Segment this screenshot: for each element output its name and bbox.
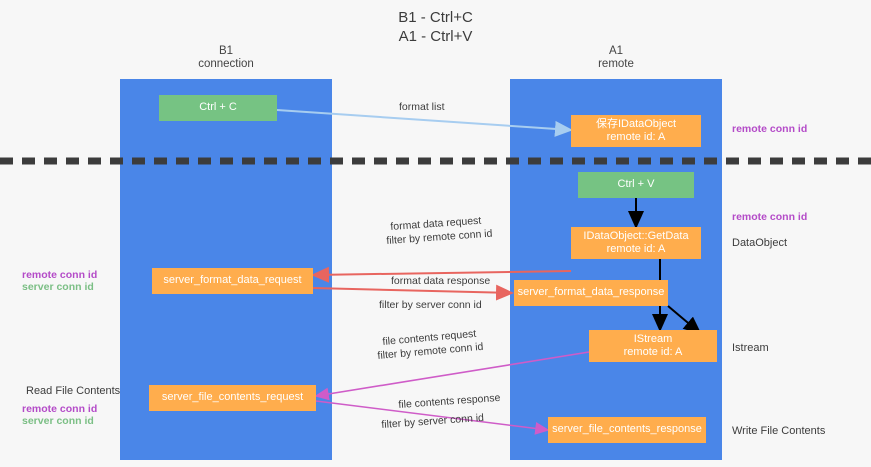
annotation-left-remote-conn-id-mid: remote conn id <box>22 269 98 281</box>
node-server-format-data-response[interactable]: server_format_data_response <box>514 280 668 306</box>
node-ctrl-c[interactable]: Ctrl + C <box>159 95 277 121</box>
node-server-file-contents-response-label: server_file_contents_response <box>552 423 702 436</box>
node-server-file-contents-request[interactable]: server_file_contents_request <box>149 385 316 411</box>
edge-format-data-response <box>312 284 514 301</box>
node-save-idataobject-line2: remote id: A <box>606 131 666 143</box>
node-save-idataobject[interactable]: 保存IDataObject remote id: A <box>571 115 701 147</box>
annotation-right-write-file-contents: Write File Contents <box>732 425 826 437</box>
edge-label-format-list: format list <box>399 101 445 113</box>
node-idataobject-getdata-line1: IDataObject::GetData <box>583 229 689 242</box>
edge-label-format-data-response-filter: filter by server conn id <box>379 299 482 312</box>
lane-header-b1-title: B1 <box>218 45 234 57</box>
annotation-left-server-conn-id-mid: server conn id <box>22 281 94 293</box>
node-ctrl-v[interactable]: Ctrl + V <box>578 172 694 198</box>
node-save-idataobject-line1: 保存IDataObject <box>595 117 677 130</box>
node-ctrl-c-label: Ctrl + C <box>199 101 237 114</box>
filter-prefix: filter by <box>377 346 415 362</box>
annotation-left-remote-conn-id-bottom: remote conn id <box>22 403 98 415</box>
lane-header-b1: B1 connection <box>120 45 332 71</box>
lane-header-b1-subtitle: connection <box>198 58 254 70</box>
node-istream-line2: remote id: A <box>623 346 683 358</box>
node-server-file-contents-request-label: server_file_contents_request <box>161 391 304 404</box>
diagram-title: B1 - Ctrl+C A1 - Ctrl+V <box>0 8 871 46</box>
node-idataobject-getdata-line2: remote id: A <box>606 243 666 255</box>
annotation-left-read-file-contents: Read File Contents <box>26 385 121 397</box>
edge-label-format-data-response: format data response <box>391 275 491 287</box>
filter-prefix: filter by <box>381 416 419 431</box>
annotation-right-istream: Istream <box>732 342 769 354</box>
edge-label-file-contents-response: file contents response <box>398 391 501 411</box>
filter-key-server-conn-id: server conn id <box>415 299 482 311</box>
node-server-format-data-request-label: server_format_data_request <box>163 274 302 287</box>
node-istream[interactable]: IStream remote id: A <box>589 330 717 362</box>
annotation-right-remote-conn-id-mid: remote conn id <box>732 211 808 223</box>
filter-prefix: filter by <box>386 232 424 247</box>
edge-label-file-contents-response-filter: filter by server conn id <box>381 412 484 432</box>
diagram-title-line1: B1 - Ctrl+C <box>398 9 473 26</box>
annotation-right-dataobject: DataObject <box>732 237 788 249</box>
annotation-right-remote-conn-id-top: remote conn id <box>732 123 808 135</box>
annotation-left-server-conn-id-bottom: server conn id <box>22 415 94 427</box>
node-ctrl-v-label: Ctrl + V <box>617 178 655 191</box>
node-idataobject-getdata[interactable]: IDataObject::GetData remote id: A <box>571 227 701 259</box>
node-server-file-contents-response[interactable]: server_file_contents_response <box>548 417 706 443</box>
lane-header-a1-subtitle: remote <box>598 58 634 70</box>
diagram-title-line2: A1 - Ctrl+V <box>398 28 473 45</box>
node-server-format-data-request[interactable]: server_format_data_request <box>152 268 313 294</box>
lane-header-a1: A1 remote <box>510 45 722 71</box>
filter-prefix: filter by <box>379 299 416 311</box>
node-server-format-data-response-label: server_format_data_response <box>517 286 665 299</box>
lane-header-a1-title: A1 <box>608 45 624 57</box>
node-istream-line1: IStream <box>633 332 673 345</box>
filter-key-server-conn-id: server conn id <box>417 411 485 429</box>
